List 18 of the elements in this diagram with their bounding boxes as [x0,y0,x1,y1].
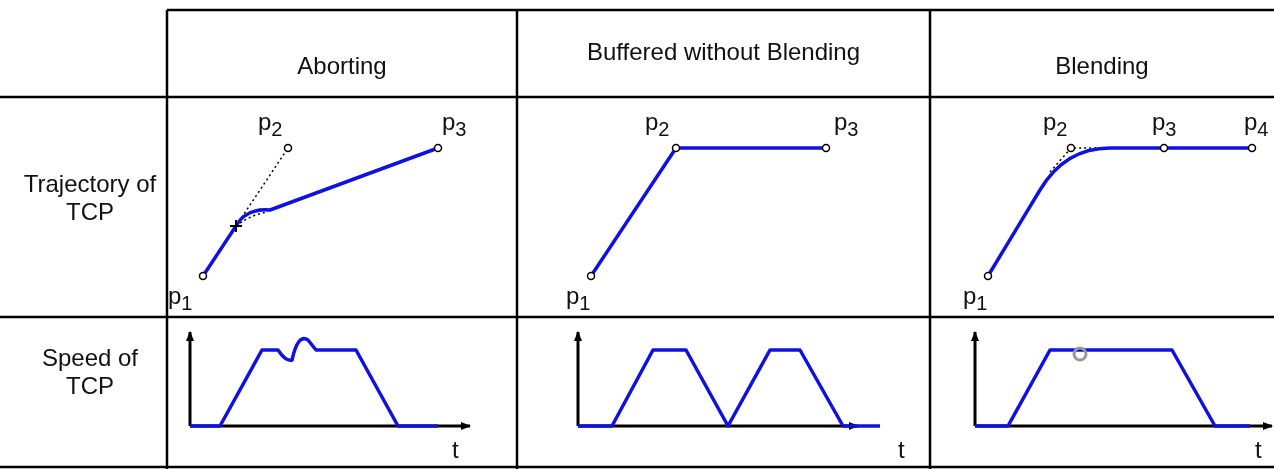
column-header: Blending [1054,52,1150,80]
axis-label: t [452,436,459,464]
point-label: p$_{3}$ [1152,108,1177,142]
axis-label: t [898,436,905,464]
point-label: p$_{1}$ [566,282,591,316]
point-label: p$_{1}$ [963,282,988,316]
column-header: Aborting [296,52,388,80]
axis-label: t [1255,436,1262,464]
point-label: p$_{2}$ [645,108,670,142]
point-label: p$_{3}$ [834,108,859,142]
point-label: p$_{3}$ [442,108,467,142]
row-header: Trajectory of TCP [22,170,158,226]
point-label: p$_{1}$ [168,282,193,316]
point-label: p$_{2}$ [1043,108,1068,142]
row-header: Speed of TCP [40,344,140,400]
point-label: p$_{2}$ [258,108,283,142]
column-header: Buffered without Blending [585,38,862,66]
point-label: p$_{4}$ [1244,108,1269,142]
